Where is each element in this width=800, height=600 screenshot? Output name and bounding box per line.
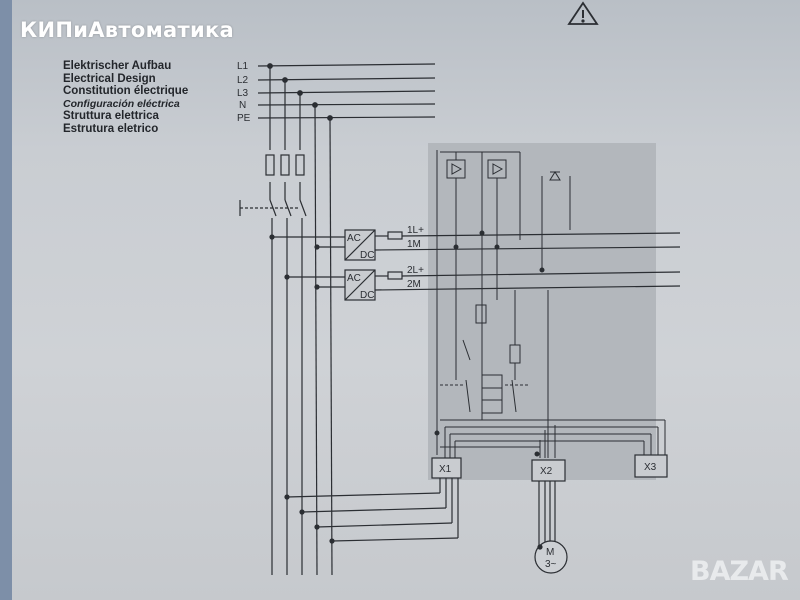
fuse-1l-icon [387, 231, 403, 240]
bazar-watermark-logo: BAZAR [690, 556, 789, 587]
bus-label-l1: L1 [237, 61, 249, 72]
title-fr: Constitution électrique [63, 85, 189, 97]
rail-label-2l-plus: 2L+ [407, 265, 424, 276]
title-pt: Estrutura eletrico [63, 122, 159, 135]
warning-triangle-icon [567, 1, 599, 25]
terminal-x1: X1 [431, 457, 462, 479]
bus-label-n: N [239, 100, 247, 111]
title-es: Configuración eléctrica [63, 97, 180, 110]
bus-label-l3: L3 [237, 88, 249, 99]
vertical-drops [267, 63, 333, 576]
resistor-1-icon [475, 304, 487, 324]
ac-dc-converter-1: AC DC [344, 229, 376, 261]
rail-label-1m: 1M [407, 239, 421, 250]
svg-text:DC: DC [360, 250, 374, 261]
title-it: Struttura elettrica [63, 110, 159, 122]
title-de: Elektrischer Aufbau [63, 60, 172, 72]
svg-text:DC: DC [360, 290, 374, 301]
ac-dc-converter-2: AC DC [344, 269, 376, 301]
controller-circuit [434, 150, 666, 458]
title-en: Electrical Design [63, 72, 156, 85]
x1-feed-lines [284, 478, 459, 544]
bus-label-l2: L2 [237, 75, 249, 86]
left-edge-strip [0, 0, 12, 600]
rail-label-1l-plus: 1L+ [407, 225, 424, 236]
svg-text:X2: X2 [540, 466, 553, 477]
dc-rails [269, 231, 681, 291]
terminal-x2: X2 [531, 459, 566, 482]
fuse-icons [265, 154, 305, 176]
rail-label-2m: 2M [407, 279, 421, 290]
main-switch-icon [239, 199, 307, 217]
svg-text:AC: AC [347, 273, 361, 284]
relay-block-icon [481, 374, 503, 414]
brand-watermark: КИПиАвтоматика [20, 18, 235, 42]
svg-text:X1: X1 [439, 464, 452, 475]
svg-text:3~: 3~ [545, 559, 557, 570]
bus-label-pe: PE [237, 113, 251, 124]
diagram-title-block: Elektrischer Aufbau Electrical Design Co… [63, 60, 188, 135]
fuse-2l-icon [387, 271, 403, 280]
svg-text:AC: AC [347, 233, 361, 244]
motor-icon: M 3~ [534, 481, 568, 574]
terminal-x3: X3 [634, 454, 668, 478]
svg-text:X3: X3 [644, 462, 657, 473]
svg-text:M: M [546, 547, 554, 558]
led-icon [549, 171, 561, 181]
